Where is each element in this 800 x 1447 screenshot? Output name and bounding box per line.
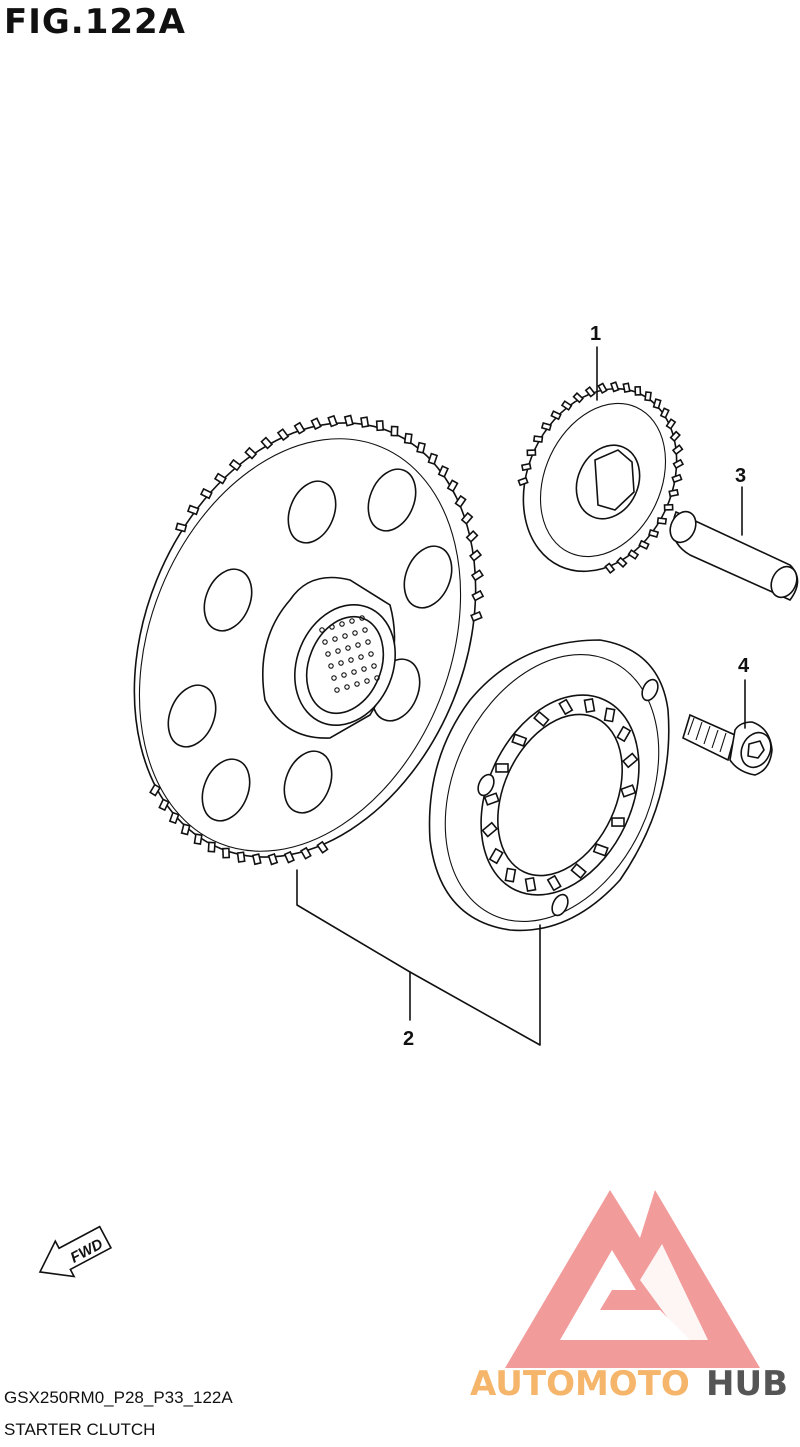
idle-gear (517, 381, 685, 574)
automotohub-logo: AUTOMOTO HUB (470, 1190, 788, 1404)
logo-text-automoto: AUTOMOTO (470, 1364, 690, 1404)
callout-2: 2 (403, 1028, 414, 1050)
gear-hub (262, 576, 397, 739)
driven-gear (133, 414, 485, 866)
one-way-clutch (428, 639, 670, 932)
callout-4: 4 (738, 655, 750, 677)
callout-leaders (296, 346, 746, 1046)
idle-shaft (669, 510, 799, 601)
drawing-code: GSX250RM0_P28_P33_122A (4, 1388, 233, 1407)
gear-holes (167, 468, 453, 822)
fwd-arrow: FWD (38, 1225, 113, 1278)
logo-text-hub: HUB (706, 1364, 788, 1404)
drawing-name: STARTER CLUTCH (4, 1420, 156, 1439)
socket-bolt (682, 713, 773, 776)
callout-3: 3 (735, 465, 746, 487)
figure-title: FIG.122A (4, 2, 186, 42)
callout-1: 1 (590, 323, 601, 345)
